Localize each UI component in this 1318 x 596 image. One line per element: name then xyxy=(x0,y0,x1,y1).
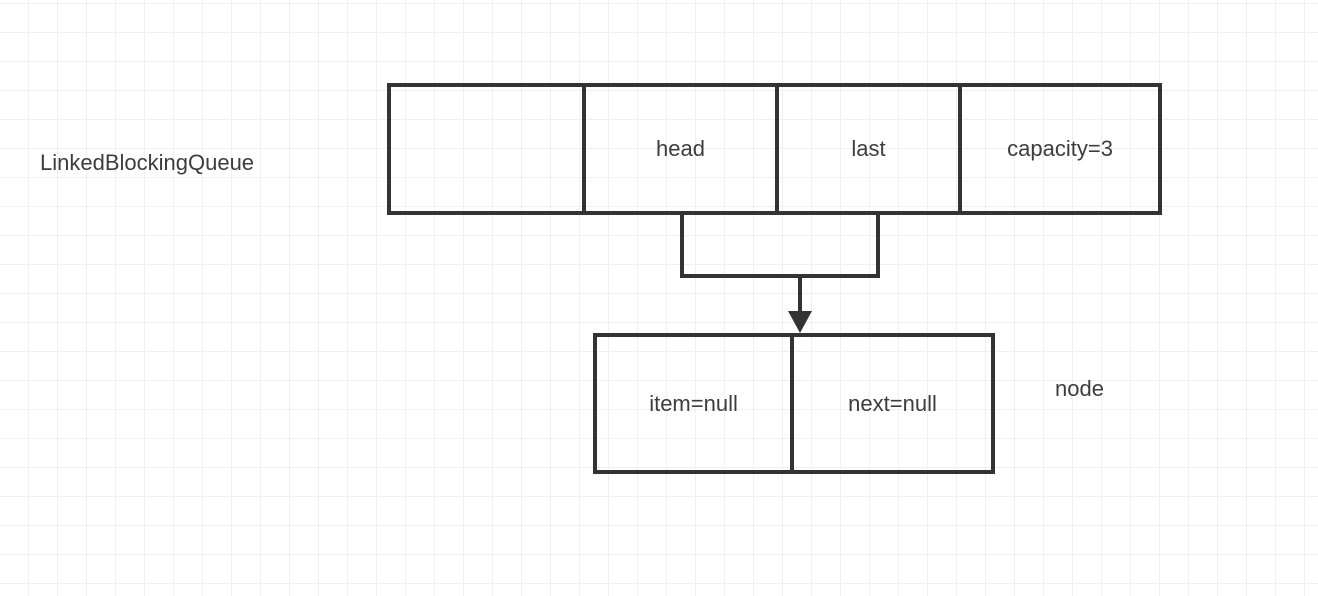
node-arrow-head xyxy=(788,311,812,333)
node-cell-next[interactable]: next=null xyxy=(848,390,937,416)
linkedblockingqueue-label: LinkedBlockingQueue xyxy=(40,150,255,175)
queue-cell-last[interactable]: last xyxy=(779,87,963,211)
linkedblockingqueue-box[interactable]: head last capacity=3 xyxy=(387,83,1162,215)
node-box[interactable]: item=null next=null xyxy=(593,333,995,474)
node-cell-item[interactable]: item=null xyxy=(597,337,795,470)
queue-cell-capacity[interactable]: capacity=3 xyxy=(1007,136,1113,161)
node-label: node xyxy=(1055,376,1104,401)
queue-cell-head[interactable]: head xyxy=(586,87,779,211)
queue-cell-empty[interactable] xyxy=(391,87,586,211)
